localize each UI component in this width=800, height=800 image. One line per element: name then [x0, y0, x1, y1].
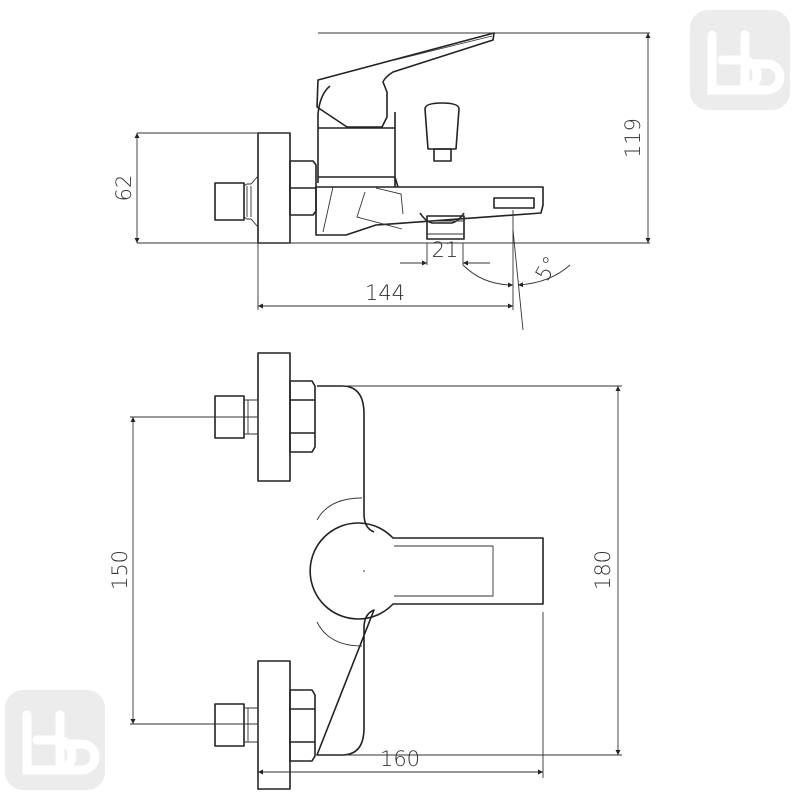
inlet-fitting: [214, 182, 245, 221]
cartridge-body: [317, 85, 399, 188]
wall-plate-lower: [257, 660, 291, 790]
dim-5-degrees: 5°: [531, 252, 564, 285]
watermark-logo-top-right: [690, 10, 790, 110]
dim-150: 150: [108, 550, 132, 590]
top-view: 150 180 160: [108, 352, 622, 790]
wall-plate-upper: [257, 352, 291, 482]
mixer-body: [316, 385, 375, 756]
hex-nut-lower: [289, 689, 316, 762]
hex-nut-upper: [289, 380, 316, 453]
diverter-pull: [426, 215, 465, 240]
diverter-knob: [424, 102, 460, 150]
wall-plate: [257, 132, 291, 244]
dim-144: 144: [365, 281, 405, 305]
dim-62: 62: [112, 175, 136, 202]
dim-119: 119: [621, 118, 645, 158]
lever-handle-top: [309, 522, 544, 620]
spout: [315, 186, 544, 236]
watermark-logo-bottom-left: [5, 690, 105, 790]
aerator: [493, 197, 535, 209]
side-view: 62 119 21 144 5°: [112, 32, 651, 331]
dim-21: 21: [432, 238, 459, 262]
lever-handle: [316, 32, 495, 128]
dim-180: 180: [591, 550, 615, 590]
dim-160: 160: [380, 747, 420, 771]
inlet-fitting-lower: [214, 703, 245, 747]
hex-nut: [289, 160, 317, 216]
